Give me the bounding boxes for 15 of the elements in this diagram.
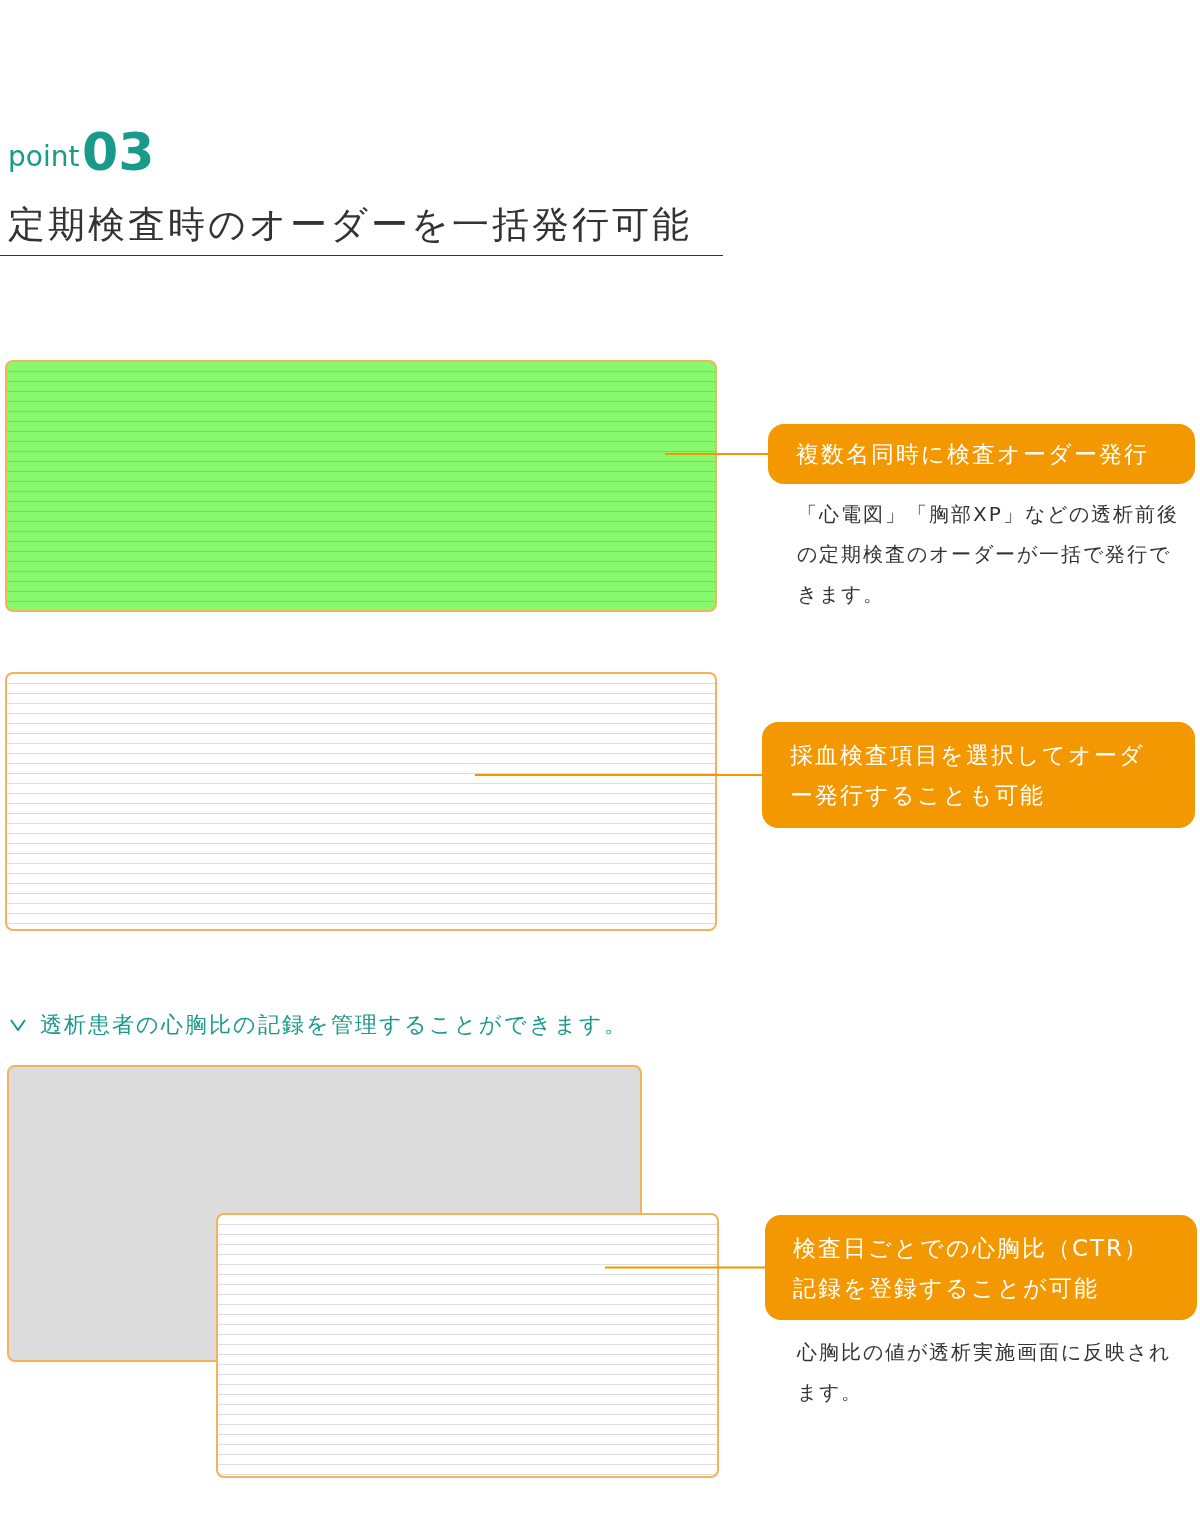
leader-line	[664, 453, 769, 455]
records-dialog	[216, 1213, 719, 1478]
software-screenshot	[5, 672, 717, 931]
software-screenshot	[5, 360, 717, 612]
point-label: point	[8, 140, 80, 173]
point-number: 03	[82, 122, 155, 182]
leader-line	[474, 774, 763, 776]
leader-line	[604, 1266, 766, 1269]
callout-box: 採血検査項目を選択してオーダー発行することも可能	[762, 722, 1195, 828]
callout-box: 複数名同時に検査オーダー発行	[768, 424, 1195, 484]
callout-box: 検査日ごとでの心胸比（CTR）記録を登録することが可能	[765, 1215, 1197, 1320]
description-text: 心胸比の値が透析実施画面に反映されます。	[797, 1339, 1172, 1406]
section-heading: 透析患者の心胸比の記録を管理することができます。	[40, 1011, 628, 1039]
description-text: 「心電図」「胸部XP」などの透析前後の定期検査のオーダーが一括で発行できます。	[797, 501, 1180, 608]
page-title: 定期検査時のオーダーを一括発行可能	[8, 202, 692, 248]
